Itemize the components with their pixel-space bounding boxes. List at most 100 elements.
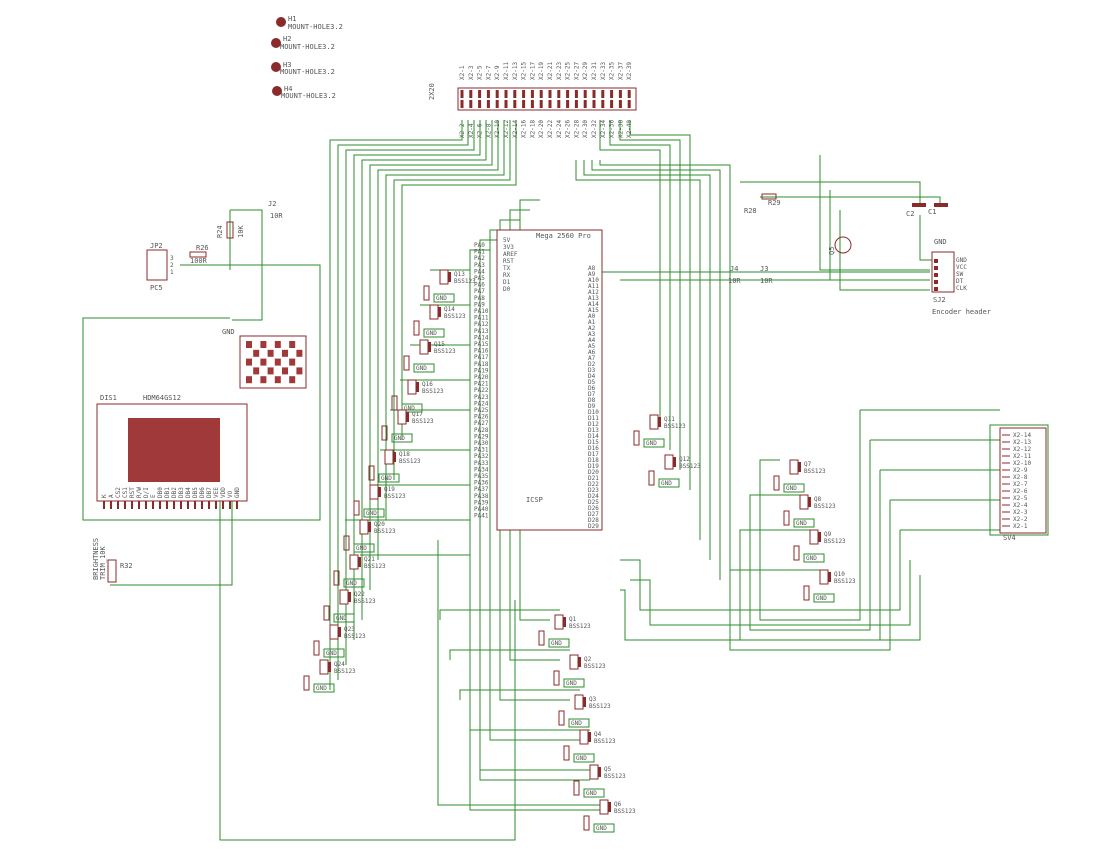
gate-resistor bbox=[313, 640, 320, 656]
transistor-ref: Q24 bbox=[334, 661, 345, 668]
x2-right-pin-label: X2-7 bbox=[1013, 481, 1028, 488]
x2-top-pin bbox=[566, 90, 570, 98]
x2-top-pin-label: X2-27 bbox=[573, 62, 580, 80]
svg-text:100R: 100R bbox=[190, 257, 208, 265]
transistor-body bbox=[319, 659, 329, 675]
mcu-left-pin: PA26 bbox=[474, 414, 489, 421]
display-pin-label: A bbox=[108, 494, 115, 498]
transistor-body bbox=[439, 269, 449, 285]
mcu-left-pin: PA37 bbox=[474, 486, 489, 493]
mcu-power-pin: D1 bbox=[503, 279, 511, 286]
x2-right-pin-label: X2-6 bbox=[1013, 488, 1028, 495]
display-pin-label: DB3 bbox=[178, 487, 185, 498]
mcu-left-pin: PA39 bbox=[474, 499, 489, 506]
svg-text:H4: H4 bbox=[284, 85, 292, 93]
display-pin-label: K bbox=[101, 494, 108, 498]
x2-top-pin-label: X2-36 bbox=[609, 120, 616, 138]
gnd-label: GND bbox=[222, 328, 235, 336]
gnd-label: GND bbox=[586, 790, 597, 797]
mcu-right-pin: A7 bbox=[588, 355, 596, 362]
mcu-right-pin: D27 bbox=[588, 511, 599, 518]
mcu-power-pin: 5V bbox=[503, 237, 511, 244]
connector-2x20-top: 2X20 X2-1X2-2X2-3X2-4X2-5X2-6X2-7X2-8X2-… bbox=[428, 62, 637, 138]
mcu-right-pin: D23 bbox=[588, 487, 599, 494]
transistor-gate bbox=[563, 617, 566, 627]
gnd-rail bbox=[793, 518, 815, 528]
transistor-ref: Q20 bbox=[374, 521, 385, 528]
mount-hole-h4: H4 MOUNT-HOLE3.2 bbox=[272, 85, 336, 100]
transistor-gate bbox=[328, 662, 331, 672]
display-pin bbox=[124, 501, 126, 509]
gnd-rail bbox=[413, 363, 435, 373]
svg-text:10K: 10K bbox=[237, 225, 245, 238]
mcu-left-pin: PA8 bbox=[474, 295, 485, 302]
svg-text:H1: H1 bbox=[288, 15, 296, 23]
display-pin bbox=[152, 501, 154, 509]
led-segment bbox=[260, 358, 267, 366]
svg-text:MOUNT-HOLE3.2: MOUNT-HOLE3.2 bbox=[288, 23, 343, 31]
gnd-label: GND bbox=[316, 685, 327, 692]
connector-jp2: JP2 PC5 3 2 1 bbox=[146, 242, 174, 292]
x2-top-pin bbox=[513, 90, 517, 98]
gnd-rail bbox=[363, 508, 385, 518]
transistor-ref: Q22 bbox=[354, 591, 365, 598]
mcu-left-pin: PA4 bbox=[474, 268, 485, 275]
transistor-gate bbox=[578, 657, 581, 667]
x2-right-pin-label: X2-9 bbox=[1013, 467, 1028, 474]
display-pin-label: E bbox=[150, 494, 157, 498]
gate-resistor bbox=[403, 355, 410, 371]
x2-top-pin bbox=[495, 100, 499, 108]
mcu-right-pin: D4 bbox=[588, 373, 596, 380]
mcu-left-pin: PA32 bbox=[474, 453, 489, 460]
mcu-left-pin: PA14 bbox=[474, 334, 489, 341]
mcu-right-pin: A9 bbox=[588, 271, 596, 278]
mcu-left-pin: PA34 bbox=[474, 466, 489, 473]
gate-resistor bbox=[793, 545, 800, 561]
transistor-value: BSS123 bbox=[354, 598, 376, 605]
x2-top-pin-label: X2-13 bbox=[512, 62, 519, 80]
transistor-gate bbox=[358, 557, 361, 567]
resistor-r26: R26 100R bbox=[189, 244, 209, 265]
transistor-gate bbox=[798, 462, 801, 472]
x2-right-pin-label: X2-3 bbox=[1013, 509, 1028, 516]
x2-top-pin-label: X2-8 bbox=[485, 123, 492, 138]
transistor-value: BSS123 bbox=[604, 773, 626, 780]
svg-text:R24: R24 bbox=[216, 225, 224, 238]
transistor-value: BSS123 bbox=[364, 563, 386, 570]
transistor-body bbox=[809, 529, 819, 545]
x2-top-pin-label: X2-14 bbox=[512, 120, 519, 138]
display-pin bbox=[103, 501, 105, 509]
display-pin-label: GND bbox=[234, 487, 241, 498]
display-pin bbox=[159, 501, 161, 509]
gate-resistor bbox=[323, 605, 330, 621]
display-pin bbox=[117, 501, 119, 509]
transistor-gate bbox=[598, 767, 601, 777]
mcu-right-pin: A4 bbox=[588, 337, 596, 344]
x2-top-pin bbox=[574, 90, 578, 98]
mcu-right-pin: A10 bbox=[588, 277, 599, 284]
gnd-label: GND bbox=[336, 615, 347, 622]
transistor-array: Q1BSS123GNDQ2BSS123GNDQ3BSS123GNDQ4BSS12… bbox=[303, 269, 856, 833]
transistor-ref: Q1 bbox=[569, 616, 577, 623]
mcu-left-pin: PA24 bbox=[474, 400, 489, 407]
display-pin-label: DB5 bbox=[192, 487, 199, 498]
transistor-ref: Q7 bbox=[804, 461, 812, 468]
x2-top-pin bbox=[583, 90, 587, 98]
mcu-right-pin: D19 bbox=[588, 463, 599, 470]
mcu-left-pin: PA3 bbox=[474, 262, 485, 269]
svg-text:J4: J4 bbox=[730, 265, 738, 273]
wires bbox=[82, 120, 1049, 841]
x2-right-pin-label: X2-1 bbox=[1013, 523, 1028, 530]
transistor-ref: Q6 bbox=[614, 801, 622, 808]
x2-top-pin bbox=[601, 90, 605, 98]
mcu-left-pin: PA5 bbox=[474, 275, 485, 282]
transistor-gate bbox=[406, 412, 409, 422]
mcu-left-pin: PA7 bbox=[474, 288, 485, 295]
svg-text:SV4: SV4 bbox=[1003, 534, 1016, 542]
gate-resistor bbox=[381, 425, 388, 441]
transistor-body bbox=[664, 454, 674, 470]
gnd-rail bbox=[548, 638, 570, 648]
gnd-label: GND bbox=[346, 580, 357, 587]
gnd-label: GND bbox=[394, 435, 405, 442]
